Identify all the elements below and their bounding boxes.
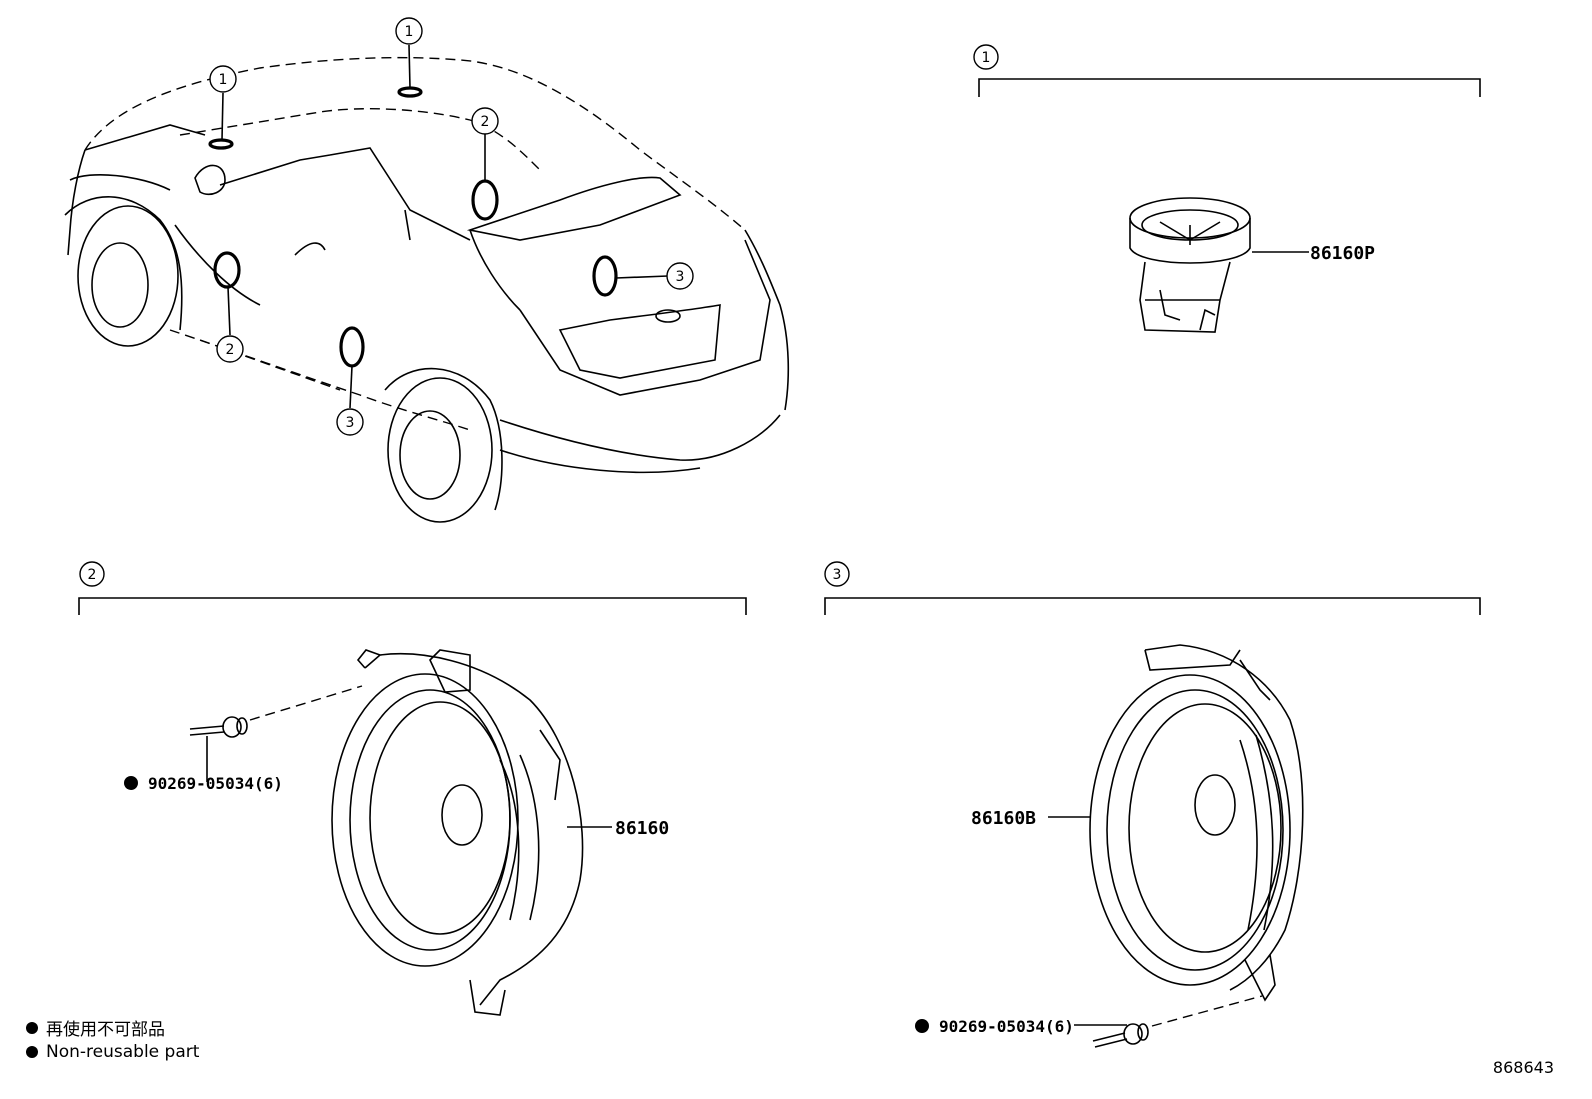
callout-3a: 3	[676, 269, 685, 285]
callout-1b: 1	[405, 24, 414, 40]
vehicle-callouts: 1 1 2 2 3 3	[209, 17, 694, 436]
part-number-86160P: 86160P	[1310, 243, 1375, 264]
part-number-86160: 86160	[615, 818, 669, 839]
part-number-rivet-front: 90269-05034(6)	[148, 774, 283, 793]
non-reusable-marker-rear	[915, 1019, 929, 1033]
diagram-reference-number: 868643	[1492, 1058, 1554, 1077]
non-reusable-marker-front	[124, 776, 138, 790]
legend-japanese-text: 再使用不可部品	[46, 1020, 165, 1040]
section-1: 1 86160P	[973, 44, 1481, 333]
location-front-door-left	[213, 251, 241, 289]
callout-1a: 1	[219, 72, 228, 88]
rivet-rear	[1074, 995, 1263, 1048]
section-3-callout: 3	[833, 567, 842, 583]
location-tweeter-front	[208, 138, 234, 150]
callout-3b: 3	[346, 415, 355, 431]
section-1-callout: 1	[982, 50, 991, 66]
location-rear-door-left	[339, 326, 365, 368]
bullet-icon	[26, 1046, 38, 1058]
part-number-86160B: 86160B	[971, 808, 1036, 829]
bullet-icon	[26, 1021, 38, 1034]
legend-english-text: Non-reusable part	[46, 1042, 200, 1062]
section-3: 3 86160B 90269-05034(6)	[824, 561, 1481, 1048]
rivet-front	[189, 685, 363, 782]
rear-speaker-drawing	[1089, 644, 1304, 1002]
part-number-rivet-rear: 90269-05034(6)	[939, 1017, 1074, 1036]
callout-2a: 2	[481, 114, 490, 130]
tweeter-drawing	[1129, 197, 1251, 333]
section-2: 2 86160 90269-05034(6)	[78, 561, 747, 1016]
section-2-callout: 2	[88, 567, 97, 583]
location-front-door-right	[471, 179, 499, 221]
legend-japanese: 再使用不可部品	[26, 1015, 165, 1040]
vehicle-illustration	[64, 44, 790, 523]
location-tweeter-rear	[397, 86, 423, 98]
legend-english: Non-reusable part	[26, 1042, 199, 1062]
callout-2b: 2	[226, 342, 235, 358]
location-rear-door-right	[592, 255, 618, 297]
front-speaker-drawing	[331, 649, 584, 1016]
